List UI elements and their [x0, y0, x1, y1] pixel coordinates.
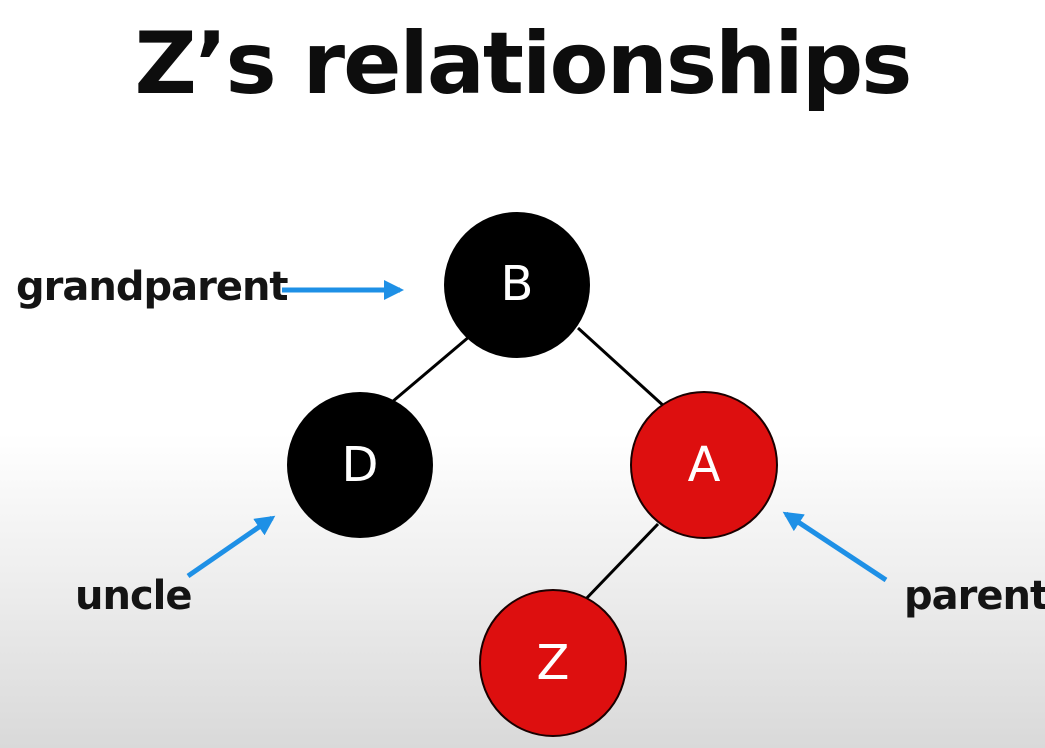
- slide-title: Z’s relationships: [134, 14, 913, 114]
- node-z: Z: [479, 589, 627, 737]
- node-a-label: A: [688, 437, 721, 493]
- node-d: D: [287, 392, 433, 538]
- uncle-arrow: [186, 515, 276, 579]
- node-d-circle: [287, 392, 433, 538]
- node-b-label: B: [501, 256, 534, 312]
- edge-b-d: [391, 334, 471, 404]
- node-d-label: D: [342, 437, 379, 493]
- grandparent-label: grandparent: [16, 264, 289, 310]
- node-z-label: Z: [537, 635, 570, 691]
- uncle-label: uncle: [75, 573, 193, 619]
- node-b-circle: [444, 212, 590, 358]
- node-b: B: [444, 212, 590, 358]
- node-a-circle: [630, 391, 778, 539]
- node-a: A: [630, 391, 778, 539]
- node-z-circle: [479, 589, 627, 737]
- edge-b-a: [576, 326, 668, 410]
- parent-arrow: [782, 511, 888, 583]
- parent-label: parent: [904, 573, 1045, 619]
- edge-a-z: [581, 522, 660, 604]
